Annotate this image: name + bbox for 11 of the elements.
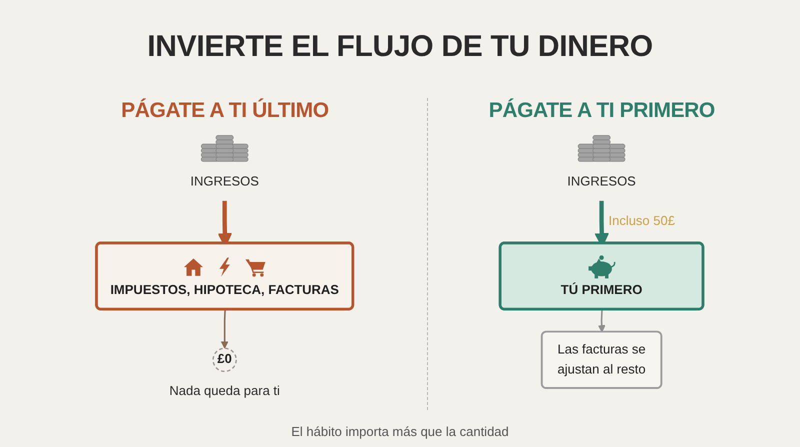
node-circle: £0 [212,348,238,372]
node-text: INGRESOS [190,174,260,190]
node-label: Nada queda para ti [170,384,280,398]
column-heading: PÁGATE A TI PRIMERO [488,99,715,123]
edge-label: Incluso 50£ [608,214,676,229]
title: INVIERTE EL FLUJO DE TU DINERO [147,30,653,64]
arrow [221,310,229,349]
column-heading: PÁGATE A TI ÚLTIMO [121,99,329,123]
caption: El hábito importa más que la cantidad [291,424,509,439]
arrow [598,310,606,332]
node-text: INGRESOS [568,174,636,190]
